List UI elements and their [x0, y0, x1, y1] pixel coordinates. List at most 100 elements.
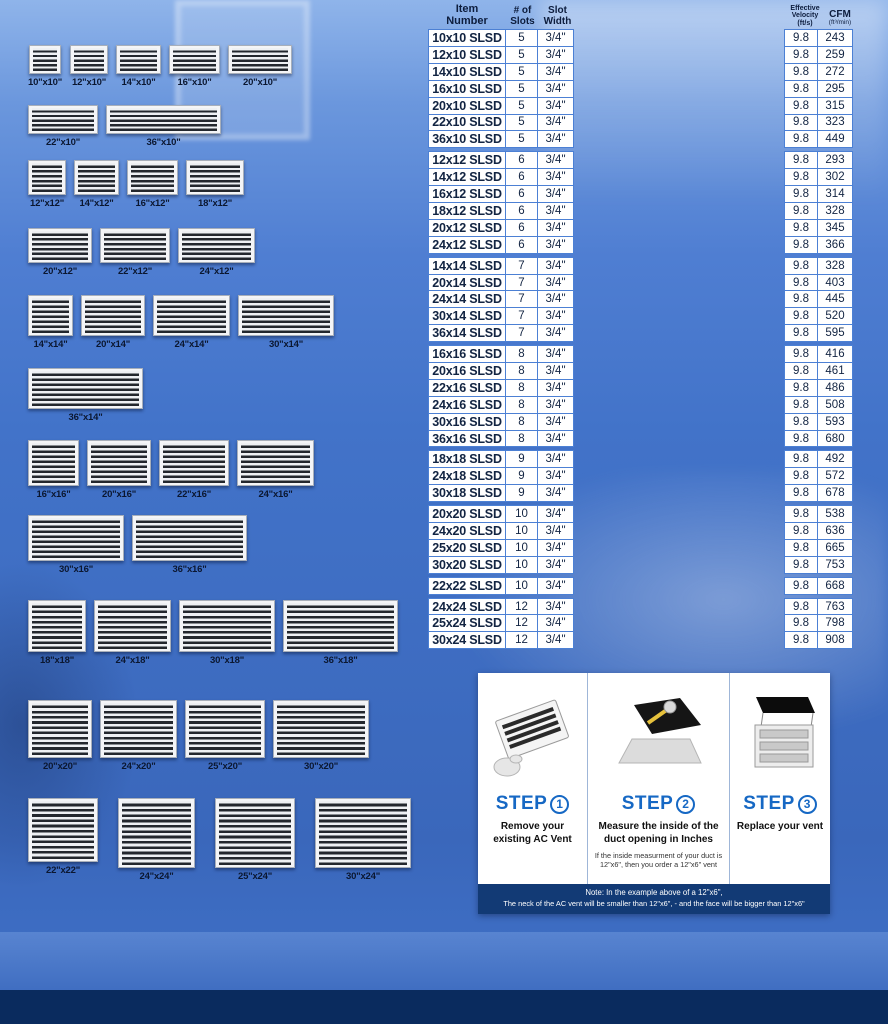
vent-image	[70, 45, 109, 74]
vent-slats	[32, 801, 94, 859]
slots-cell: 9	[505, 450, 538, 469]
slot-width-cell: 3/4"	[537, 362, 574, 380]
velocity-cell: 9.8	[784, 631, 818, 650]
step-2-number: 2	[676, 794, 696, 814]
velocity-cell: 9.8	[784, 362, 818, 380]
spacer-cell	[573, 577, 785, 595]
slot-width-cell: 3/4"	[537, 202, 574, 220]
spacer-cell	[573, 185, 785, 203]
vent-image	[315, 798, 411, 868]
slot-width-cell: 3/4"	[537, 450, 574, 469]
vent-image	[94, 600, 171, 652]
slots-cell: 6	[505, 151, 538, 170]
item-number-cell: 18x12 SLSD	[428, 202, 506, 220]
vent-product: 16"x12"	[127, 160, 178, 209]
slot-width-cell: 3/4"	[537, 555, 574, 574]
vent-size-label: 16"x16"	[36, 489, 71, 500]
vent-size-label: 16"x10"	[177, 77, 212, 88]
step-2-title: Measure the inside of the duct opening i…	[598, 821, 719, 845]
slot-width-cell: 3/4"	[537, 151, 574, 170]
slots-cell: 8	[505, 362, 538, 380]
cfm-cell: 492	[817, 450, 853, 469]
vent-image	[28, 295, 73, 336]
item-number-cell: 12x12 SLSD	[428, 151, 506, 170]
cfm-cell: 293	[817, 151, 853, 170]
cfm-cell: 763	[817, 597, 853, 616]
cfm-cell: 272	[817, 62, 853, 81]
slots-cell: 12	[505, 597, 538, 616]
vent-slats	[32, 443, 75, 483]
vent-row: 22"x10"36"x10"	[28, 105, 448, 148]
slot-width-cell: 3/4"	[537, 130, 574, 149]
spacer-cell	[573, 379, 785, 397]
vent-image	[106, 105, 221, 134]
vent-size-label: 14"x10"	[121, 77, 156, 88]
spacer-cell	[573, 236, 785, 254]
vent-image	[159, 440, 229, 486]
step-2-word: STEP	[621, 793, 674, 814]
vent-size-label: 18"x18"	[39, 655, 75, 666]
vent-slats	[32, 298, 69, 333]
slots-cell: 8	[505, 395, 538, 414]
vent-size-label: 22"x16"	[176, 489, 212, 500]
vent-slats	[219, 801, 291, 865]
item-number-cell: 20x10 SLSD	[428, 96, 506, 115]
slot-width-cell: 3/4"	[537, 345, 574, 364]
slots-cell: 9	[505, 467, 538, 486]
step-1: STEP 1 Remove your existing AC Vent	[478, 673, 587, 884]
vent-product: 36"x14"	[28, 368, 143, 423]
spacer-cell	[573, 413, 785, 431]
cfm-cell: 461	[817, 362, 853, 380]
remove-vent-icon	[490, 681, 576, 793]
slot-width-cell: 3/4"	[537, 538, 574, 557]
vent-image	[215, 798, 295, 868]
velocity-cell: 9.8	[784, 324, 818, 343]
item-number-cell: 20x14 SLSD	[428, 273, 506, 292]
slots-cell: 8	[505, 378, 538, 397]
slots-cell: 8	[505, 429, 538, 448]
vent-slats	[74, 48, 105, 71]
background-bottom-bar	[0, 990, 888, 1024]
item-number-cell: 22x16 SLSD	[428, 378, 506, 397]
slot-width-cell: 3/4"	[537, 113, 574, 132]
slots-cell: 6	[505, 202, 538, 220]
vent-image	[132, 515, 247, 561]
slot-width-cell: 3/4"	[537, 378, 574, 397]
spacer-cell	[573, 450, 785, 468]
vent-size-label: 24"x20"	[121, 761, 156, 772]
vent-slats	[157, 298, 226, 333]
header-cfm: CFM (ft³/min)	[822, 9, 858, 28]
vent-product: 20"x10"	[228, 45, 293, 88]
vent-slats	[232, 48, 289, 71]
spacer-cell	[573, 505, 785, 523]
spacer-cell	[573, 631, 785, 649]
item-number-cell: 25x24 SLSD	[428, 614, 506, 633]
spacer-cell	[573, 467, 785, 485]
vent-row: 18"x18"24"x18"30"x18"36"x18"	[28, 600, 448, 666]
vent-product: 20"x20"	[28, 700, 92, 772]
velocity-cell: 9.8	[784, 538, 818, 557]
spec-table-header: Item Number # of Slots Slot Width Effect…	[428, 3, 858, 28]
spacer-cell	[573, 522, 785, 540]
slot-width-cell: 3/4"	[537, 307, 574, 326]
vent-row: 22"x22"24"x24"25"x24"30"x24"	[28, 798, 448, 882]
vent-image	[185, 700, 265, 758]
spacer-cell	[573, 307, 785, 325]
vent-size-label: 30"x20"	[303, 761, 339, 772]
spacer-cell	[573, 151, 785, 169]
slot-width-cell: 3/4"	[537, 522, 574, 540]
vent-size-label: 20"x20"	[42, 761, 78, 772]
vent-slats	[91, 443, 147, 483]
spacer-cell	[573, 396, 785, 414]
step-1-title: Remove your existing AC Vent	[493, 821, 572, 845]
vent-product: 36"x10"	[106, 105, 221, 148]
